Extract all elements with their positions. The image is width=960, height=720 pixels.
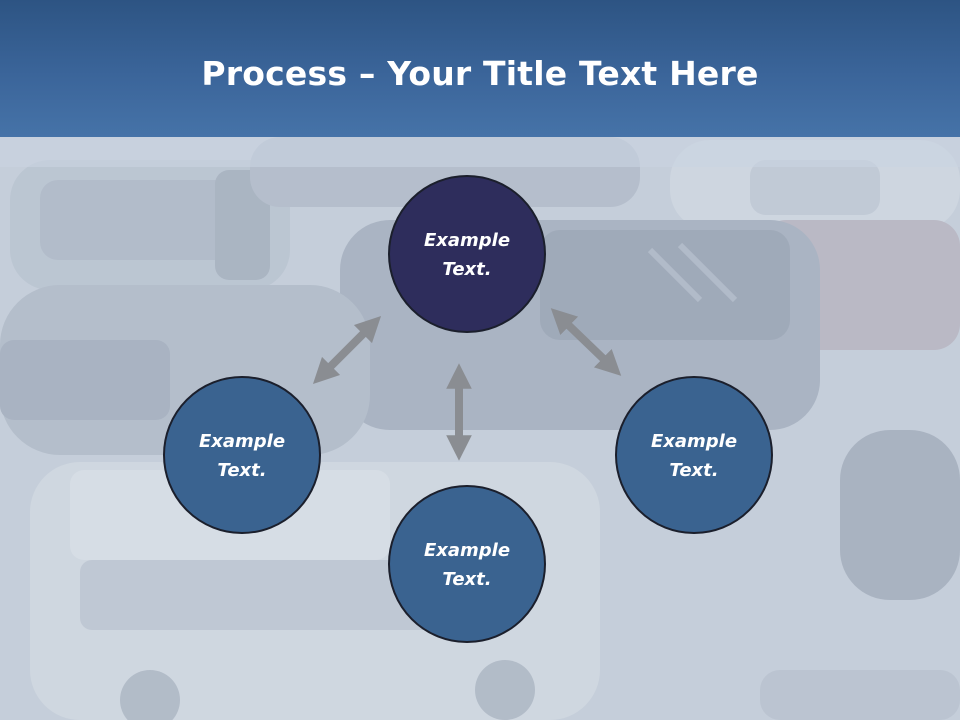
node-circle — [388, 175, 546, 333]
node-label-line2: Text. — [442, 259, 491, 280]
arrow-top-left — [312, 315, 382, 385]
slide-title: Process – Your Title Text Here — [0, 52, 960, 96]
car-shape — [760, 670, 960, 720]
node-label-line1: Example — [424, 230, 510, 251]
node-label-line2: Text. — [669, 460, 718, 481]
process-node-left: Example Text. — [163, 376, 321, 534]
node-circle — [388, 485, 546, 643]
title-rest: – Your Title Text Here — [347, 54, 759, 93]
node-circle — [163, 376, 321, 534]
process-node-top: Example Text. — [388, 175, 546, 333]
title-bold: Process — [201, 54, 348, 93]
arrow-top-right — [550, 308, 622, 376]
node-circle — [615, 376, 773, 534]
node-label-line1: Example — [199, 431, 285, 452]
car-shape — [10, 160, 290, 290]
header-band — [0, 0, 960, 137]
process-node-right: Example Text. — [615, 376, 773, 534]
node-label-line2: Text. — [442, 569, 491, 590]
node-label-line1: Example — [424, 540, 510, 561]
process-node-bottom: Example Text. — [388, 485, 546, 643]
node-label-line2: Text. — [217, 460, 266, 481]
node-label-line1: Example — [651, 431, 737, 452]
car-shape — [840, 430, 960, 600]
